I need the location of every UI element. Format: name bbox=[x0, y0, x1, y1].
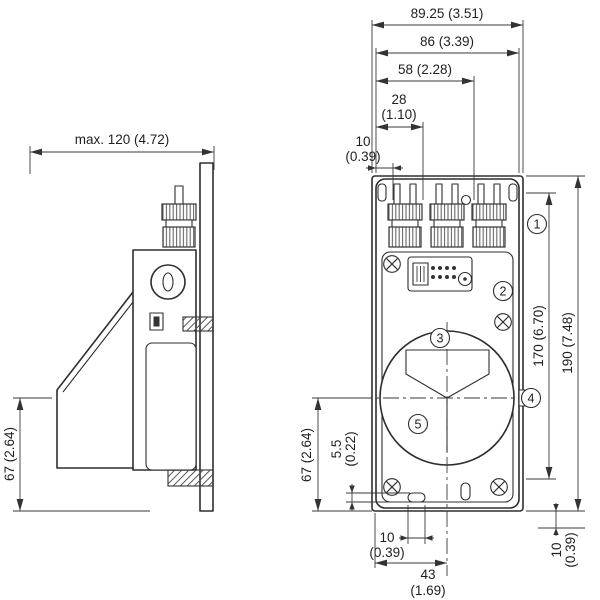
side-cable-gland bbox=[161, 203, 197, 248]
dim-28-mm-label: 28 bbox=[391, 92, 406, 107]
callout-2-number: 2 bbox=[500, 285, 507, 299]
dim-43-mm-label: 43 bbox=[420, 567, 435, 582]
callout-3: 3 bbox=[429, 327, 451, 349]
callouts: 1 2 3 4 5 bbox=[407, 213, 548, 435]
screw-bottom-right bbox=[490, 478, 508, 496]
side-clip-slot bbox=[153, 316, 160, 327]
dim-br-10-in-label: (0.39) bbox=[563, 532, 578, 567]
dim-10-mm-label: 10 bbox=[355, 134, 370, 149]
dim-slot-10-in-label: (0.39) bbox=[369, 545, 404, 560]
dim-190-label: 190 (7.48) bbox=[560, 312, 575, 374]
side-cover-panel bbox=[145, 342, 197, 471]
cable-gland-3 bbox=[471, 203, 507, 248]
callout-4-number: 4 bbox=[528, 392, 535, 406]
callout-1: 1 bbox=[526, 213, 548, 235]
dim-max-width-label: max. 120 (4.72) bbox=[75, 132, 170, 147]
callout-1-number: 1 bbox=[534, 218, 541, 232]
screw-top-left bbox=[383, 255, 401, 273]
side-view-dimensions: max. 120 (4.72) 67 (2.64) bbox=[2, 132, 215, 512]
dim-br-10-mm-label: 10 bbox=[549, 542, 564, 557]
lock-cylinder bbox=[150, 264, 186, 300]
dim-170-label: 170 (6.70) bbox=[531, 305, 546, 367]
mounting-bracket-bottom bbox=[167, 469, 214, 487]
cable-gland-2 bbox=[429, 203, 465, 248]
front-view-dimensions: 89.25 (3.51) 86 (3.39) 58 (2.28) 28 (1.1… bbox=[299, 6, 585, 598]
escape-release-wedge bbox=[56, 291, 134, 469]
dim-body-width-label: 86 (3.39) bbox=[420, 34, 474, 49]
side-terminal-pin bbox=[174, 185, 184, 205]
bottom-slot bbox=[407, 492, 426, 503]
callout-4: 4 bbox=[520, 387, 542, 409]
dim-55-mm-label: 5.5 bbox=[329, 440, 344, 459]
led-panel bbox=[407, 256, 473, 292]
led-indicator-dots bbox=[431, 266, 456, 279]
side-view: max. 120 (4.72) 67 (2.64) bbox=[2, 132, 215, 512]
dim-28-in-label: (1.10) bbox=[381, 107, 416, 122]
dim-overall-width-label: 89.25 (3.51) bbox=[411, 6, 484, 21]
callout-5: 5 bbox=[407, 413, 429, 435]
dim-58-label: 58 (2.28) bbox=[398, 62, 452, 77]
dim-43-in-label: (1.69) bbox=[410, 583, 445, 598]
actuator-cam bbox=[405, 349, 490, 399]
callout-3-number: 3 bbox=[437, 332, 444, 346]
cable-gland-1 bbox=[387, 203, 423, 248]
side-mounting-plate bbox=[199, 162, 214, 512]
screw-right bbox=[494, 313, 512, 331]
keyhole-icon bbox=[162, 272, 174, 292]
callout-2: 2 bbox=[492, 280, 514, 302]
dim-slot-10-mm-label: 10 bbox=[379, 530, 394, 545]
dim-55-in-label: (0.22) bbox=[343, 431, 358, 466]
front-view bbox=[356, 175, 540, 576]
dim-front-67-label: 67 (2.64) bbox=[299, 428, 314, 482]
wedge-inner-edge bbox=[62, 301, 134, 393]
top-screw-small bbox=[460, 194, 472, 206]
dim-10-in-label: (0.39) bbox=[345, 149, 380, 164]
mounting-slot-top-left bbox=[377, 183, 387, 202]
bottom-keyhole bbox=[460, 482, 471, 501]
mounting-slot-top-right bbox=[508, 183, 518, 202]
mounting-bracket-top bbox=[182, 316, 214, 332]
dim-side-67-label: 67 (2.64) bbox=[2, 427, 17, 481]
callout-5-number: 5 bbox=[415, 418, 422, 432]
